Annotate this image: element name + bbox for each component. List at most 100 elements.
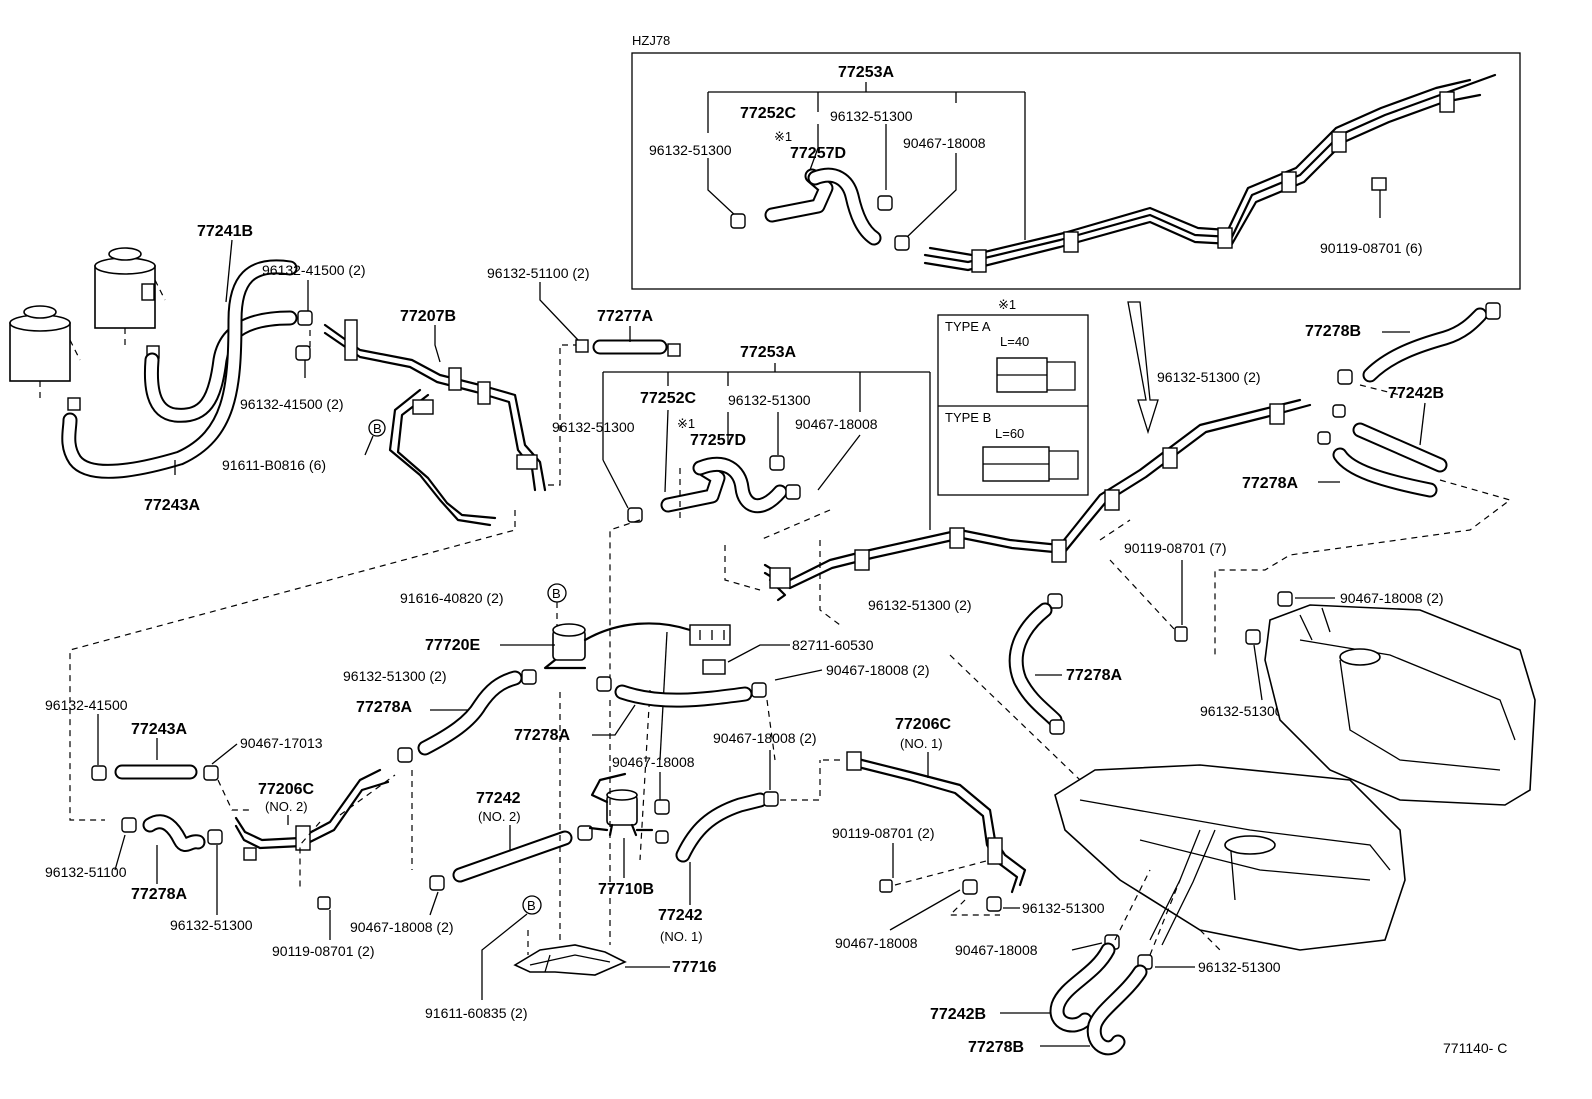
callout-77257d-mid: 77257D: [690, 432, 746, 449]
callout-96132-41500-2b: 96132-41500 (2): [240, 396, 344, 412]
callout-77206c-no2: 77206C: [258, 781, 314, 798]
type-inset-box: ※1 TYPE A L=40 TYPE B L=60: [937, 297, 1089, 496]
callout-96132-51100-2: 96132-51100 (2): [487, 265, 589, 281]
callout-90467-18008-2-ll: 90467-18008 (2): [350, 919, 454, 935]
pipe-77206c-no2: [234, 768, 390, 861]
callout-96132-51300-br: 96132-51300: [1198, 959, 1281, 975]
callout-no1-a: (NO. 1): [900, 736, 943, 751]
callout-90467-17013: 90467-17013: [240, 735, 323, 751]
callout-77241b: 77241B: [197, 223, 253, 240]
callout-96132-51300-bc: 96132-51300: [1022, 900, 1105, 916]
ref-b-marker-1: B: [373, 421, 382, 436]
inset-title: ※1: [998, 297, 1016, 312]
callout-90467-18008-bc: 90467-18008: [835, 935, 918, 951]
callout-77252c-mid: 77252C: [640, 390, 696, 407]
callout-77257d-top: 77257D: [790, 145, 846, 162]
callout-91616-40820: 91616-40820 (2): [400, 590, 504, 606]
variant-arrow: [1127, 301, 1159, 435]
callout-96132-51300-2-l: 96132-51300 (2): [343, 668, 447, 684]
hose-77242-no2: [452, 830, 573, 883]
callout-90467-18008-bc2: 90467-18008: [955, 942, 1038, 958]
hose-77278b-top: [1362, 302, 1501, 383]
figure-code: 771140- C: [1443, 1040, 1507, 1056]
callout-77242b-r: 77242B: [1388, 385, 1444, 402]
fuel-pipe-bundle-hzj78: [923, 73, 1497, 273]
callout-96132-51100: 96132-51100: [45, 864, 127, 880]
type-a-length: L=40: [1000, 334, 1029, 349]
part-77710b: [588, 772, 654, 837]
hose-77242-no1: [675, 792, 768, 863]
callout-77720e: 77720E: [425, 637, 480, 654]
type-b-length: L=60: [995, 426, 1024, 441]
hose-77241b: [143, 310, 298, 423]
callout-90467-18008-top: 90467-18008: [903, 135, 986, 151]
callout-77243a-l: 77243A: [131, 721, 187, 738]
callout-no1-b: (NO. 1): [660, 929, 703, 944]
callout-90467-18008-m: 90467-18008: [612, 754, 695, 770]
callout-96132-51300-2-c: 96132-51300 (2): [868, 597, 972, 613]
type-b-label: TYPE B: [945, 410, 991, 425]
callout-77206c-no1: 77206C: [895, 716, 951, 733]
callout-96132-51300-mid-a: 96132-51300: [728, 392, 811, 408]
callout-77243a-top: 77243A: [144, 497, 200, 514]
callout-96132-41500-2a: 96132-41500 (2): [262, 262, 366, 278]
hose-77242b-b: [1049, 942, 1148, 1056]
hose-77277a: [575, 339, 681, 357]
callout-90467-18008-2-m: 90467-18008 (2): [713, 730, 817, 746]
callout-90119-08701-2-l: 90119-08701 (2): [272, 943, 374, 959]
callout-77278a-l: 77278A: [356, 699, 412, 716]
callout-77207b: 77207B: [400, 308, 456, 325]
callout-77278a-c: 77278A: [1066, 667, 1122, 684]
callout-no2-a: (NO. 2): [265, 799, 308, 814]
hzj78-variant-box: HZJ78 77253A 77252C 9: [631, 33, 1521, 290]
callout-77278a-ll: 77278A: [131, 886, 187, 903]
callout-no2-b: (NO. 2): [478, 809, 521, 824]
callout-96132-51300-top-a: 96132-51300: [830, 108, 913, 124]
callout-90119-08701-7: 90119-08701 (7): [1124, 540, 1226, 556]
callout-96132-51300-ll: 96132-51300: [170, 917, 253, 933]
callout-82711-60530: 82711-60530: [792, 637, 874, 653]
callout-77242-no2: 77242: [476, 790, 521, 807]
bracket-77716: [513, 944, 627, 976]
fuel-pipe-bundle-main: [763, 398, 1312, 602]
callout-96132-51300-top-b: 96132-51300: [649, 142, 732, 158]
variant-label: HZJ78: [632, 33, 670, 48]
hose-77278a-m: [614, 684, 753, 708]
callout-96132-41500: 96132-41500: [45, 697, 128, 713]
pipe-77206c-no1: [846, 751, 1027, 894]
hose-77278a-l: [397, 670, 523, 763]
callout-90119-08701-6: 90119-08701 (6): [1320, 240, 1422, 256]
callout-90467-18008-mid: 90467-18008: [795, 416, 878, 432]
fuel-pipe-77207b: [323, 319, 547, 527]
callout-77252c-top: 77252C: [740, 105, 796, 122]
callout-77278a-m: 77278A: [514, 727, 570, 744]
callout-90467-18008-2-tank: 90467-18008 (2): [1340, 590, 1444, 606]
callout-77716: 77716: [672, 959, 717, 976]
callout-91611-b0816: 91611-B0816 (6): [222, 457, 326, 473]
ref-b-marker-3: B: [527, 898, 536, 913]
fuel-tank-lower: [1054, 764, 1406, 951]
part-77720e: [543, 622, 731, 670]
callout-77278b-b: 77278B: [968, 1039, 1024, 1056]
ref-b-marker-2: B: [552, 586, 561, 601]
callout-77278b-top: 77278B: [1305, 323, 1361, 340]
callout-77710b: 77710B: [598, 881, 654, 898]
callout-90119-08701-2-c: 90119-08701 (2): [832, 825, 934, 841]
callout-96132-51300-mid-b: 96132-51300: [552, 419, 635, 435]
type-a-label: TYPE A: [945, 319, 991, 334]
callout-96132-51300-2-r: 96132-51300 (2): [1157, 369, 1261, 385]
callout-77253a-top: 77253A: [838, 64, 894, 81]
callout-77242-no1: 77242: [658, 907, 703, 924]
hose-77278a-c: [1008, 602, 1065, 735]
callout-90467-18008-2-c: 90467-18008 (2): [826, 662, 930, 678]
callout-mark1-mid: ※1: [677, 416, 695, 431]
callout-91611-60835: 91611-60835 (2): [425, 1005, 527, 1021]
callout-77253a-mid: 77253A: [740, 344, 796, 361]
filter-reservoir-group: [9, 247, 166, 411]
fuel-tank-upper: [1264, 604, 1536, 806]
callout-77277a: 77277A: [597, 308, 653, 325]
hose-77242b-r: [1317, 404, 1448, 498]
callout-77242b-b: 77242B: [930, 1006, 986, 1023]
callout-77278a-r: 77278A: [1242, 475, 1298, 492]
